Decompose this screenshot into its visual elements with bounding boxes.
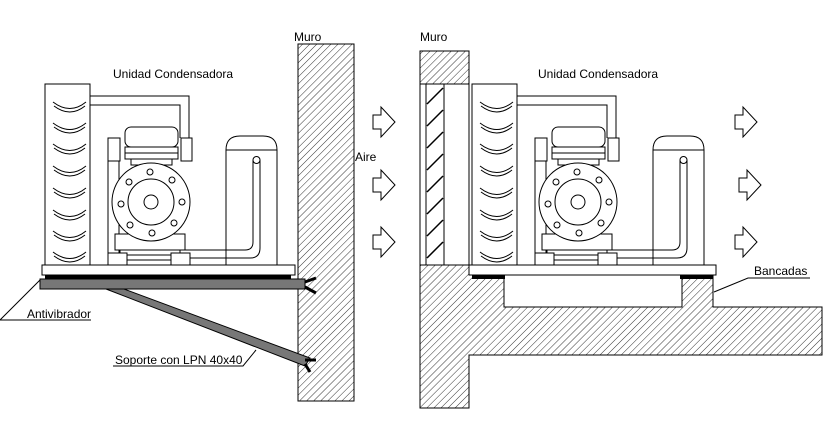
- wall-top: [419, 50, 470, 85]
- air-label: Aire: [355, 150, 377, 164]
- antivibration-leader: [0, 279, 91, 321]
- air-arrows: [734, 106, 762, 258]
- support-strut: [105, 288, 311, 367]
- support-label: Soporte con LPN 40x40: [115, 353, 243, 367]
- unit-label: Unidad Condensadora: [538, 67, 658, 81]
- base-plate: [468, 264, 717, 276]
- right-view: Muro Unidad Condensadora Bancadas: [419, 30, 823, 409]
- bancada-pad-left: [472, 275, 505, 279]
- antivibration-label: Antivibrador: [27, 307, 91, 321]
- support-leader: [113, 349, 257, 367]
- anchor: [303, 276, 317, 373]
- antivibration-pad: [45, 275, 291, 279]
- air-arrow-icon: [372, 226, 396, 258]
- left-view: Muro Unidad Condensadora Aire Antivibrad…: [0, 30, 396, 402]
- air-arrow-icon: [734, 226, 758, 258]
- support-bar: [39, 278, 306, 290]
- floor-slab: [419, 264, 823, 409]
- wall-label: Muro: [420, 30, 448, 44]
- grille-slats: [426, 87, 444, 259]
- air-arrow-icon: [372, 169, 396, 201]
- wall-section: [297, 43, 355, 402]
- air-arrows: [372, 106, 396, 258]
- condensing-unit: [471, 83, 705, 266]
- unit-label: Unidad Condensadora: [113, 67, 233, 81]
- air-arrow-icon: [738, 169, 762, 201]
- bancada-pad-right: [680, 275, 713, 279]
- air-arrow-icon: [372, 106, 396, 138]
- air-arrow-icon: [734, 106, 758, 138]
- base-plate: [41, 264, 296, 276]
- base-label: Bancadas: [754, 264, 807, 278]
- wall-label: Muro: [294, 30, 322, 44]
- base-leader: [713, 277, 810, 293]
- condensing-unit: [44, 83, 278, 266]
